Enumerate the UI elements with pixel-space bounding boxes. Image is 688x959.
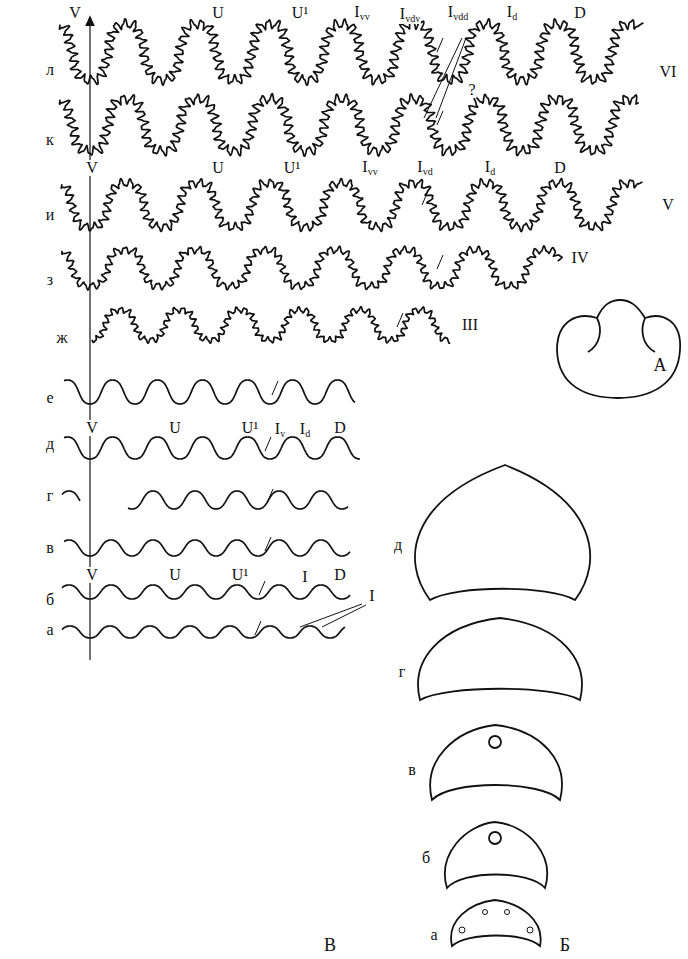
row-letter: в [407,762,417,778]
row-letter: г [398,664,407,680]
whorl-sections [415,465,590,946]
lobe-label: V [68,5,82,21]
suture-line [62,246,562,290]
lobe-division-tick [397,313,403,327]
lobe-label: U¹ [291,5,309,21]
stage-numeral: III [461,317,479,333]
row-letter: к [45,132,55,148]
row-letter: г [46,488,55,504]
lobe-label: D [333,420,347,436]
suture-line [64,380,355,404]
ventral-axis [89,20,90,660]
lobe-label: D [333,567,347,583]
suture-line [61,179,642,232]
suture-line [59,19,643,85]
row-letter: а [429,927,438,943]
row-letter: а [45,622,54,638]
stage-numeral: VI [659,64,678,80]
suture-line [64,540,350,556]
lobe-label: Iv [274,421,286,439]
row-letter: б [421,850,431,866]
lobe-label: U¹ [231,567,249,583]
lobe-label: Id [484,159,496,177]
lobe-label: U [168,420,182,436]
figure-letter: В [323,936,337,954]
row-letter: д [45,436,55,452]
row-letter: и [45,207,56,223]
lobe-division-tick [422,191,428,205]
lobe-label: Id [506,4,518,22]
row-letter: б [45,592,55,608]
lobe-label: U [211,5,225,21]
row-letter: ж [55,330,68,346]
suture-line [60,94,639,157]
figure-letter: Б [559,936,571,954]
row-letter: з [46,272,54,288]
suture-line [64,437,360,459]
lobe-division-tick [255,621,261,635]
lobe-label: U [211,160,225,176]
lobe-label: Ivd [416,159,433,177]
lobe-division-tick [437,255,443,269]
lobe-division-tick [267,489,273,503]
suture-line [128,491,348,509]
lobe-label: Ivv [353,4,370,22]
lobe-label: U¹ [241,420,259,436]
lobe-label: Ivdv [399,6,421,24]
lobe-division-tick [265,437,271,451]
shell-section-a [557,300,680,398]
suture-line [62,491,80,501]
lobe-division-tick [265,537,271,551]
suture-line [92,307,450,344]
lobe-label: D [573,5,587,21]
lobe-label: Id [299,421,311,439]
lobe-label: U¹ [283,160,301,176]
figure-letter: А [653,356,668,374]
lobe-division-tick [272,381,278,395]
question-mark: ? [467,82,476,98]
lobe-division-tick [259,581,265,595]
lobe-label: Ivdd [447,4,469,22]
lobe-label: V [85,567,99,583]
stage-numeral: V [661,197,675,213]
lobe-division-tick [437,111,443,125]
row-letter: д [393,537,403,553]
lobe-label: U [168,567,182,583]
lobe-label: I [301,569,308,585]
stage-numeral: IV [571,250,590,266]
row-letter: в [45,540,55,556]
suture-line [62,585,350,599]
lobe-label: I [368,588,375,604]
lobe-label: V [85,420,99,436]
row-letter: е [45,390,54,406]
lobe-label: V [85,160,99,176]
lobe-label: D [553,160,567,176]
suture-line [62,626,345,638]
lobe-label: Ivv [361,159,378,177]
lobe-division-tick [437,38,443,52]
row-letter: л [45,62,55,78]
